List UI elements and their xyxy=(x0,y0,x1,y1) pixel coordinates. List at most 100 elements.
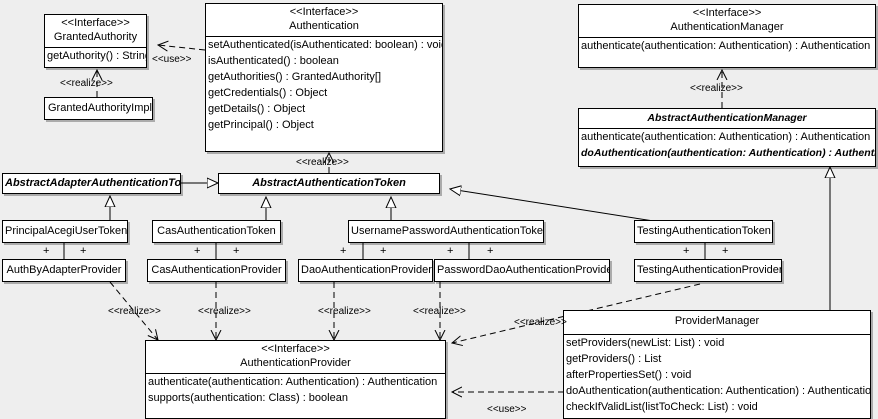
class-name-label: GrantedAuthorityImpl xyxy=(48,102,152,114)
member-row: getAuthorities() : GrantedAuthority[] xyxy=(208,71,382,83)
stereotype-label: <<Interface>> xyxy=(289,6,359,18)
stereotype-label: <<Interface>> xyxy=(61,17,130,29)
stereotype-label: <<Interface>> xyxy=(261,343,330,355)
divider xyxy=(146,373,445,374)
class-name-label: UsernamePasswordAuthenticationToken xyxy=(351,225,544,237)
assoc-marker: + xyxy=(380,245,387,257)
edge-label-realize-passworddaoprovider: <<realize>> xyxy=(413,306,466,317)
assoc-marker: + xyxy=(683,245,690,257)
class-name-label: AuthByAdapterProvider xyxy=(6,264,122,276)
member-row: getCredentials() : Object xyxy=(208,87,328,99)
class-header: AbstractAuthenticationToken xyxy=(219,174,439,193)
edge-label-realize-testingauthenticationprovider: <<realize>> xyxy=(514,317,567,328)
class-cas-authentication-token[interactable]: CasAuthenticationToken xyxy=(152,220,281,243)
class-header: AbstractAdapterAuthenticationToken xyxy=(3,174,180,193)
class-header: <<Interface>> AuthenticationProvider xyxy=(146,341,445,373)
divider xyxy=(579,37,875,38)
edge-generalize-testingauthenticationtoken xyxy=(450,189,661,223)
class-password-dao-authentication-provider[interactable]: PasswordDaoAuthenticationProvider xyxy=(434,259,610,282)
assoc-marker: + xyxy=(722,245,729,257)
class-header: CasAuthenticationToken xyxy=(153,221,280,242)
class-header: <<Interface>> AuthenticationManager xyxy=(579,5,875,37)
class-header: TestingAuthenticationProvider xyxy=(635,260,781,281)
class-authentication[interactable]: <<Interface>> Authentication setAuthenti… xyxy=(205,3,443,152)
class-header: AbstractAuthenticationManager xyxy=(579,109,875,128)
class-name-label: TestingAuthenticationProvider xyxy=(637,264,782,276)
edge-label-realize-daoauthenticationprovider: <<realize>> xyxy=(318,306,371,317)
class-header: DaoAuthenticationProvider xyxy=(299,260,432,281)
class-header: AuthByAdapterProvider xyxy=(3,260,125,281)
edge-label-realize-authbyadapterprovider: <<realize>> xyxy=(108,306,161,317)
class-header: PasswordDaoAuthenticationProvider xyxy=(435,260,609,281)
member-row: authenticate(authentication: Authenticat… xyxy=(148,376,438,388)
class-name-label: Authentication xyxy=(289,20,359,32)
member-row: getDetails() : Object xyxy=(208,103,306,115)
member-row: getAuthority() : String xyxy=(47,50,147,62)
edge-label-realize-abstractauthenticationtoken: <<realize>> xyxy=(296,157,349,168)
class-granted-authority[interactable]: <<Interface>> GrantedAuthority getAuthor… xyxy=(44,14,147,68)
member-row: doAuthentication(authentication: Authent… xyxy=(566,385,871,397)
class-abstract-authentication-manager[interactable]: AbstractAuthenticationManager authentica… xyxy=(578,108,876,167)
members-compartment: setProviders(newList: List) : void getPr… xyxy=(564,335,870,415)
members-compartment: authenticate(authentication: Authenticat… xyxy=(146,374,445,406)
member-row: afterPropertiesSet() : void xyxy=(566,369,692,381)
member-row: authenticate(authentication: Authenticat… xyxy=(581,131,871,143)
class-abstract-adapter-authentication-token[interactable]: AbstractAdapterAuthenticationToken xyxy=(2,173,181,194)
divider xyxy=(579,128,875,129)
class-header: TestingAuthenticationToken xyxy=(635,221,772,242)
class-header: PrincipalAcegiUserToken xyxy=(3,221,127,242)
members-compartment: getAuthority() : String xyxy=(45,48,146,64)
class-name-label: GrantedAuthority xyxy=(53,31,138,43)
class-header: UsernamePasswordAuthenticationToken xyxy=(349,221,543,242)
member-row: supports(authentication: Class) : boolea… xyxy=(148,392,348,404)
member-row: setProviders(newList: List) : void xyxy=(566,337,725,349)
member-row: doAuthentication(authentication: Authent… xyxy=(581,147,876,159)
class-provider-manager[interactable]: ProviderManager setProviders(newList: Li… xyxy=(563,310,871,419)
class-name-label: TestingAuthenticationToken xyxy=(637,225,771,237)
assoc-marker: + xyxy=(340,245,347,257)
member-row: getPrincipal() : Object xyxy=(208,119,314,131)
assoc-marker: + xyxy=(80,245,87,257)
class-name-label: AbstractAdapterAuthenticationToken xyxy=(5,177,181,189)
edge-label-realize-abstractauthenticationmanager: <<realize>> xyxy=(690,83,743,94)
class-name-label: PrincipalAcegiUserToken xyxy=(5,225,128,237)
class-testing-authentication-token[interactable]: TestingAuthenticationToken xyxy=(634,220,773,243)
edge-label-realize-casauthenticationprovider: <<realize>> xyxy=(198,306,251,317)
class-testing-authentication-provider[interactable]: TestingAuthenticationProvider xyxy=(634,259,782,282)
class-abstract-authentication-token[interactable]: AbstractAuthenticationToken xyxy=(218,173,440,194)
stereotype-label: <<Interface>> xyxy=(692,7,762,19)
member-row: getProviders() : List xyxy=(566,353,662,365)
member-row: setAuthenticated(isAuthenticated: boolea… xyxy=(208,39,443,51)
member-row: isAuthenticated() : boolean xyxy=(208,55,339,67)
divider xyxy=(206,36,442,37)
class-name-label: ProviderManager xyxy=(674,315,760,327)
class-name-label: AuthenticationManager xyxy=(670,21,784,33)
class-dao-authentication-provider[interactable]: DaoAuthenticationProvider xyxy=(298,259,433,282)
assoc-marker: + xyxy=(194,245,201,257)
class-username-password-authentication-token[interactable]: UsernamePasswordAuthenticationToken xyxy=(348,220,544,243)
class-auth-by-adapter-provider[interactable]: AuthByAdapterProvider xyxy=(2,259,126,282)
edge-use-authentication-grantedauthority xyxy=(158,45,206,50)
edge-label-use-providermanager: <<use>> xyxy=(487,404,527,415)
class-authentication-provider[interactable]: <<Interface>> AuthenticationProvider aut… xyxy=(145,340,446,419)
class-name-label: PasswordDaoAuthenticationProvider xyxy=(437,264,610,276)
edge-label-use-authentication-grantedauthority: <<use>> xyxy=(152,54,192,65)
class-granted-authority-impl[interactable]: GrantedAuthorityImpl xyxy=(44,97,153,120)
class-cas-authentication-provider[interactable]: CasAuthenticationProvider xyxy=(147,259,286,282)
class-name-label: AuthenticationProvider xyxy=(240,357,351,369)
class-name-label: CasAuthenticationToken xyxy=(157,225,276,237)
member-row: checkIfValidList(listToCheck: List) : vo… xyxy=(566,401,758,413)
class-authentication-manager[interactable]: <<Interface>> AuthenticationManager auth… xyxy=(578,4,876,68)
divider xyxy=(45,47,146,48)
divider xyxy=(564,334,870,335)
assoc-marker: + xyxy=(233,245,240,257)
class-principal-acegi-user-token[interactable]: PrincipalAcegiUserToken xyxy=(2,220,128,243)
assoc-marker: + xyxy=(487,245,494,257)
class-header: GrantedAuthorityImpl xyxy=(45,98,152,119)
class-header: <<Interface>> Authentication xyxy=(206,4,442,36)
class-name-label: CasAuthenticationProvider xyxy=(151,264,282,276)
class-header: ProviderManager xyxy=(564,311,870,331)
class-name-label: DaoAuthenticationProvider xyxy=(301,264,432,276)
members-compartment: authenticate(authentication: Authenticat… xyxy=(579,38,875,54)
